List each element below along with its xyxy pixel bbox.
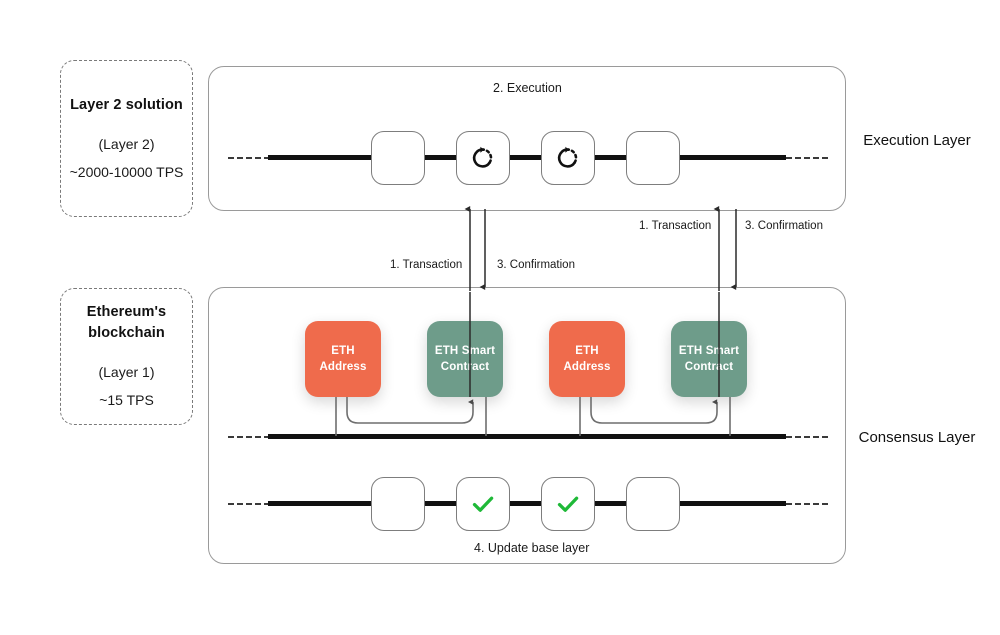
check-icon [469, 490, 497, 518]
execution-block-1[interactable] [371, 131, 425, 185]
eth-smart-contract-card-1[interactable]: ETH Smart Contract [427, 321, 503, 397]
update-base-layer-caption: 4. Update base layer [474, 541, 590, 555]
eth-card-line2: Contract [440, 361, 490, 373]
execution-block-2[interactable] [456, 131, 510, 185]
base-rail-dash-left [228, 503, 270, 505]
base-rail-dash-right [786, 503, 828, 505]
execution-rail-dash-right [786, 157, 828, 159]
legend-layer1-value: ~15 TPS [99, 392, 154, 409]
eth-card-line2: Address [319, 361, 367, 373]
flow-label-transaction-left: 1. Transaction [390, 259, 463, 271]
eth-card-line1: ETH [575, 344, 599, 357]
execution-rail-solid [268, 155, 786, 160]
eth-address-card-2[interactable]: ETH Address [549, 321, 625, 397]
flow-label-confirmation-right: 3. Confirmation [745, 220, 823, 232]
legend-box-layer2: Layer 2 solution (Layer 2) ~2000-10000 T… [60, 60, 193, 217]
eth-card-line1: ETH [331, 344, 355, 357]
eth-card-line1: ETH Smart [678, 344, 740, 357]
consensus-block-4[interactable] [626, 477, 680, 531]
check-icon [554, 490, 582, 518]
execution-block-3[interactable] [541, 131, 595, 185]
consensus-rail-dash-right [786, 436, 828, 438]
legend-layer2-sub: (Layer 2) [98, 135, 155, 152]
execution-caption: 2. Execution [493, 81, 562, 95]
consensus-rail-solid [268, 434, 786, 439]
execution-layer-panel [208, 66, 846, 211]
execution-block-4[interactable] [626, 131, 680, 185]
flow-label-transaction-right: 1. Transaction [639, 220, 712, 232]
eth-card-line2: Address [563, 361, 611, 373]
processing-icon [470, 145, 496, 171]
consensus-rail-dash-left [228, 436, 270, 438]
eth-card-line1: ETH Smart [434, 344, 496, 357]
processing-icon [555, 145, 581, 171]
consensus-block-3[interactable] [541, 477, 595, 531]
flow-label-confirmation-left: 3. Confirmation [497, 259, 575, 271]
legend-layer1-title: Ethereum's blockchain [86, 304, 167, 342]
execution-rail-dash-left [228, 157, 270, 159]
legend-layer2-value: ~2000-10000 TPS [69, 163, 184, 180]
legend-layer1-sub: (Layer 1) [98, 364, 155, 381]
legend-box-layer1: Ethereum's blockchain (Layer 1) ~15 TPS [60, 288, 193, 425]
eth-smart-contract-card-2[interactable]: ETH Smart Contract [671, 321, 747, 397]
side-label-execution: Execution Layer [863, 132, 971, 149]
consensus-block-1[interactable] [371, 477, 425, 531]
base-rail-solid [268, 501, 786, 506]
side-label-consensus: Consensus Layer [858, 429, 976, 446]
legend-layer2-title: Layer 2 solution [70, 96, 183, 113]
consensus-block-2[interactable] [456, 477, 510, 531]
consensus-layer-panel [208, 287, 846, 564]
eth-card-line2: Contract [684, 361, 734, 373]
eth-address-card-1[interactable]: ETH Address [305, 321, 381, 397]
